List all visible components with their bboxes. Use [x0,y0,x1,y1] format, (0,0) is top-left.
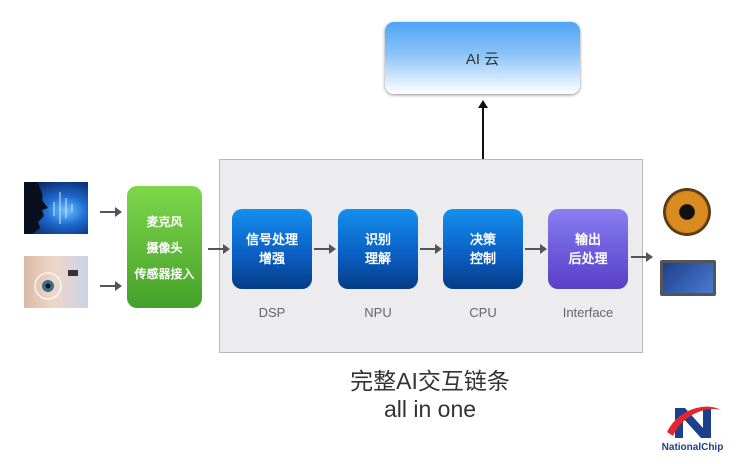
caption-dsp: DSP [258,305,286,320]
dsp-line-2: 增强 [258,251,285,266]
eye-scan-icon [24,256,88,308]
screen-display [663,263,713,293]
input-line-camera: 摄像头 [146,240,183,255]
speaker-icon [663,188,711,236]
caption-interface: Interface [562,305,614,320]
npu-block: 识别 理解 [338,209,418,289]
logo-text: NationalChip [661,442,724,453]
footer-title-cn: 完整AI交互链条 [350,368,510,394]
input-line-sensor: 传感器接入 [134,266,195,281]
nationalchip-logo-icon [663,402,723,440]
cpu-line-2: 控制 [469,251,496,266]
caption-cpu: CPU [469,305,497,320]
npu-line-2: 理解 [364,251,391,266]
cpu-line-1: 决策 [469,232,496,247]
cpu-block: 决策 控制 [443,209,523,289]
arrow-input-to-dsp [208,244,230,254]
caption-npu: NPU [364,305,392,320]
input-block: 麦克风 摄像头 传感器接入 [127,186,202,308]
dsp-line-1: 信号处理 [245,232,298,247]
input-line-mic: 麦克风 [146,214,183,229]
footer-title-en: all in one [383,396,477,422]
arrow-eye-to-input [100,281,122,291]
ai-cloud-label: AI 云 [465,50,500,68]
ai-cloud-box: AI 云 [385,22,580,94]
arrow-interface-to-output [631,252,653,262]
interface-line-1: 输出 [574,232,601,247]
interface-line-2: 后处理 [568,251,608,266]
arrow-npu-to-cpu [420,244,442,254]
npu-line-1: 识别 [364,232,391,247]
dsp-block: 信号处理 增强 [232,209,312,289]
interface-block: 输出 后处理 [548,209,628,289]
voice-wave-icon [24,182,88,234]
display-screen-icon [660,260,716,296]
arrow-cpu-to-interface [525,244,547,254]
arrow-dsp-to-npu [314,244,336,254]
arrow-voice-to-input [100,207,122,217]
